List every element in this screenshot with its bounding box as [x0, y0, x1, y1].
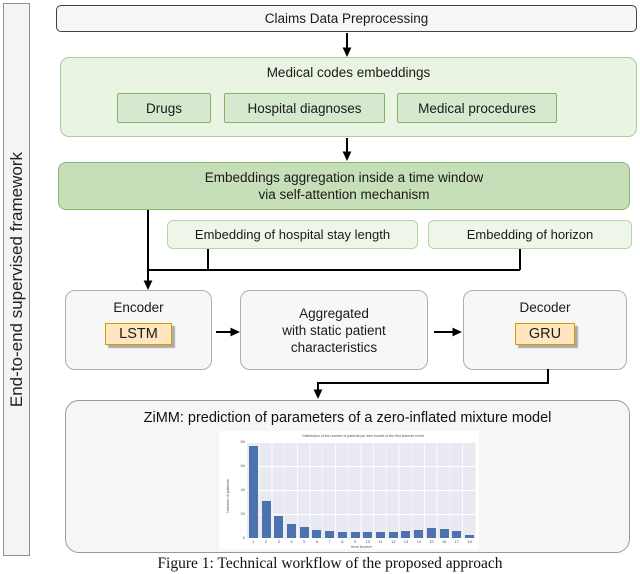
chart-bar — [439, 529, 449, 538]
embedding-horizon-box: Embedding of horizon — [428, 220, 632, 249]
chart-bar — [261, 500, 271, 538]
medical-codes-title: Medical codes embeddings — [266, 65, 431, 80]
mini-chart: Distribution of the number of patients p… — [219, 431, 479, 549]
encoder-box: Encoder LSTM — [65, 290, 212, 370]
figure-caption: Figure 1: Technical workflow of the prop… — [157, 555, 503, 572]
static-aggregation-line3: characteristics — [290, 339, 378, 355]
static-aggregation-line1: Aggregated — [299, 305, 369, 321]
arrowhead-right-icon — [230, 327, 240, 337]
chart-bar — [287, 523, 297, 538]
chart-bar — [452, 530, 462, 538]
chart-ytick: 0 — [242, 535, 245, 540]
mini-chart-yticks: 80 60 40 20 0 — [233, 439, 245, 541]
chart-bar — [363, 532, 373, 538]
zimm-title: ZiMM: prediction of parameters of a zero… — [143, 410, 552, 426]
arrowhead-down-icon — [313, 389, 323, 399]
chart-xtick: 9 — [353, 539, 357, 544]
chart-xtick: 2 — [264, 539, 268, 544]
zimm-box: ZiMM: prediction of parameters of a zero… — [65, 400, 630, 553]
static-aggregation-box: Aggregated with static patient character… — [240, 290, 428, 370]
framework-label: End-to-end supervised framework — [6, 151, 26, 408]
chart-ytick: 20 — [240, 511, 245, 516]
chart-xtick: 15 — [429, 539, 434, 544]
chart-xtick: 6 — [315, 539, 319, 544]
chart-ytick: 60 — [240, 463, 245, 468]
claims-preprocessing-label: Claims Data Preprocessing — [264, 11, 429, 26]
chart-bar — [248, 445, 258, 538]
chart-xtick: 7 — [328, 539, 331, 544]
chart-bar — [414, 529, 424, 538]
arrowhead-down-icon — [342, 47, 352, 57]
chart-xtick: 18 — [467, 539, 472, 544]
mini-chart-bars — [247, 442, 476, 538]
aggregation-line1: Embeddings aggregation inside a time win… — [204, 170, 484, 185]
line-decoder-to-zimm — [317, 369, 549, 390]
chart-bar — [401, 531, 411, 538]
chart-bar — [376, 532, 386, 538]
chart-xtick: 11 — [378, 539, 383, 544]
arrowhead-down-icon — [342, 151, 352, 161]
embedding-stay-length-box: Embedding of hospital stay length — [167, 220, 418, 249]
chart-bar — [325, 530, 335, 538]
chart-xtick: 1 — [252, 539, 255, 544]
chart-bar — [465, 534, 475, 538]
chart-xtick: 3 — [277, 539, 280, 544]
medical-procedures-box: Medical procedures — [397, 93, 557, 123]
chart-bar — [337, 532, 347, 538]
embeddings-aggregation-box: Embeddings aggregation inside a time win… — [58, 162, 630, 210]
chart-xtick: 5 — [303, 539, 306, 544]
aggregation-line2: via self-attention mechanism — [258, 187, 430, 202]
static-aggregation-line2: with static patient — [282, 322, 386, 338]
chart-bar — [299, 527, 309, 538]
chart-bar — [274, 516, 284, 538]
drugs-box: Drugs — [117, 93, 211, 123]
chart-xtick: 16 — [441, 539, 447, 544]
chart-bar — [312, 529, 322, 538]
chart-ytick: 80 — [240, 439, 245, 444]
chart-xtick: 17 — [454, 539, 460, 544]
arrowhead-down-icon — [143, 280, 153, 290]
mini-chart-title: Distribution of the number of patients p… — [302, 434, 424, 438]
arrowhead-right-icon — [452, 327, 462, 337]
chart-bar — [350, 532, 360, 538]
chart-xtick: 8 — [341, 539, 344, 544]
lstm-badge: LSTM — [105, 323, 172, 345]
mini-chart-ylabel: Number of patients — [225, 479, 230, 513]
decoder-box: Decoder GRU — [463, 290, 627, 370]
chart-xtick: 12 — [391, 539, 396, 544]
chart-xtick: 10 — [365, 539, 371, 544]
mini-chart-plot — [247, 442, 476, 538]
mini-chart-xlabel: time bucket — [351, 544, 372, 549]
chart-ytick: 40 — [240, 487, 245, 492]
claims-preprocessing-box: Claims Data Preprocessing — [56, 5, 637, 32]
decoder-label: Decoder — [519, 300, 571, 315]
chart-xtick: 4 — [290, 539, 293, 544]
chart-xtick: 14 — [416, 539, 421, 544]
hospital-diagnoses-box: Hospital diagnoses — [224, 93, 385, 123]
encoder-label: Encoder — [113, 300, 164, 315]
chart-xtick: 13 — [403, 539, 409, 544]
gru-badge: GRU — [514, 323, 576, 345]
medical-codes-group: Medical codes embeddings Drugs Hospital … — [60, 57, 637, 137]
framework-bracket: End-to-end supervised framework — [3, 3, 30, 556]
chart-bar — [426, 528, 436, 538]
chart-bar — [388, 532, 398, 538]
